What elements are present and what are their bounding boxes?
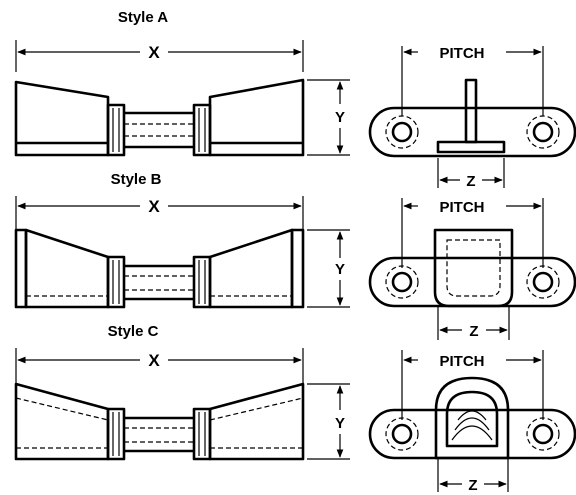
style-c-y-dimension: Y bbox=[307, 383, 350, 460]
style-b-y-dimension: Y bbox=[307, 229, 350, 308]
style-c-side-view bbox=[14, 382, 305, 461]
style-c-y-label: Y bbox=[335, 415, 345, 432]
style-b-group: Style B X bbox=[14, 171, 576, 340]
style-a-end-view: PITCH Z bbox=[368, 45, 576, 190]
style-a-side-view bbox=[14, 78, 305, 157]
style-b-end-view: PITCH Z bbox=[368, 198, 576, 340]
style-a-title: Style A bbox=[118, 9, 168, 26]
style-c-x-dimension: X bbox=[15, 348, 304, 386]
style-a-group: Style A X bbox=[14, 9, 576, 190]
style-b-z-label: Z bbox=[469, 323, 478, 340]
style-a-y-dimension: Y bbox=[307, 79, 350, 156]
style-c-x-label: X bbox=[148, 351, 160, 370]
style-b-x-dimension: X bbox=[15, 196, 304, 232]
style-b-title: Style B bbox=[111, 171, 162, 188]
style-a-y-label: Y bbox=[335, 109, 345, 126]
style-b-x-label: X bbox=[148, 197, 160, 216]
style-b-pitch-label: PITCH bbox=[440, 199, 485, 216]
style-a-z-label: Z bbox=[466, 173, 475, 190]
style-a-x-label: X bbox=[148, 43, 160, 62]
style-c-title: Style C bbox=[108, 323, 159, 340]
style-c-end-view: PITCH Z bbox=[368, 350, 576, 494]
style-a-x-dimension: X bbox=[15, 40, 304, 72]
style-c-pitch-label: PITCH bbox=[440, 353, 485, 370]
style-c-group: Style C X bbox=[14, 323, 576, 494]
style-b-side-view bbox=[14, 228, 305, 309]
style-a-pitch-label: PITCH bbox=[440, 45, 485, 62]
style-b-y-label: Y bbox=[335, 261, 345, 278]
style-c-z-label: Z bbox=[468, 477, 477, 494]
